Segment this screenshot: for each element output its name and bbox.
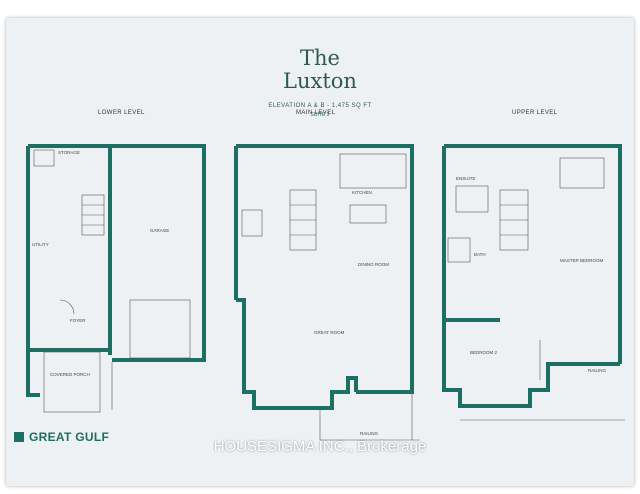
brand-logo: GREAT GULF: [14, 430, 109, 444]
lower-garage-label: GARAGE: [150, 228, 170, 233]
main-railing-label: RAILING: [360, 431, 379, 436]
main-level-details: [241, 153, 420, 441]
main-dining-label: DINING ROOM: [358, 262, 389, 267]
plan-title-line2: Luxton: [283, 69, 357, 93]
upper-master-label: MASTER BEDROOM: [560, 258, 604, 263]
lower-utility-label: UTILITY: [32, 242, 49, 247]
watermark: HOUSESIGMA INC., Brokerage: [213, 438, 427, 455]
plan-suite: SUITE 3: [310, 112, 330, 118]
upper-level-details: [447, 157, 625, 421]
upper-railing-label: RAILING: [588, 368, 607, 373]
upper-level-walls: [442, 144, 622, 408]
plan-subtitle: ELEVATION A & B - 1,475 SQ FT: [268, 103, 372, 109]
lower-porch-label: COVERED PORCH: [50, 372, 90, 377]
brand-mark-icon: [14, 432, 24, 442]
lower-storage-label: STORAGE: [58, 150, 80, 155]
brand-name: GREAT GULF: [29, 430, 110, 444]
main-kitchen-label: KITCHEN: [352, 190, 372, 195]
level-label-lower: LOWER LEVEL: [98, 110, 145, 116]
lower-level-details: [33, 149, 191, 413]
lower-level-walls: [26, 144, 206, 397]
upper-ensuite-label: ENSUITE: [456, 176, 476, 181]
plan-title-line1: The: [300, 46, 340, 70]
lower-foyer-label: FOYER: [70, 318, 86, 323]
upper-bedroom2-label: BEDROOM 2: [470, 350, 498, 355]
level-label-main: MAIN LEVEL: [296, 110, 336, 116]
upper-bath-label: BATH: [474, 252, 486, 257]
level-label-upper: UPPER LEVEL: [512, 110, 558, 116]
main-great-room-label: GREAT ROOM: [314, 330, 345, 335]
main-level-walls: [234, 144, 414, 410]
